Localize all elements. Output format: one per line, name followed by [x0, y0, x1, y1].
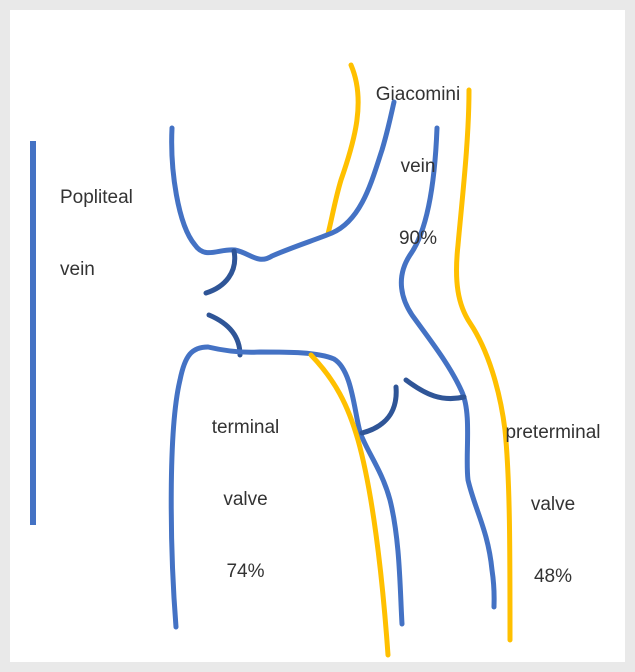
- giacomini-label-line1: Giacomini: [368, 83, 468, 107]
- terminal-label-line3: 74%: [193, 560, 298, 584]
- giacomini-yellow-line: [328, 65, 358, 234]
- terminal-valve-label: terminal valve 74%: [193, 368, 298, 632]
- preterminal-valve-leaflet-b: [362, 387, 396, 433]
- vein-upper-left: [172, 102, 394, 259]
- terminal-label-line2: valve: [193, 488, 298, 512]
- upper-valve-leaflet: [206, 251, 235, 293]
- giacomini-label-line2: vein: [368, 155, 468, 179]
- preterminal-valve-label: preterminal valve 48%: [493, 373, 613, 637]
- preterminal-label-line2: valve: [493, 493, 613, 517]
- preterminal-label-line1: preterminal: [493, 421, 613, 445]
- popliteal-label-line2: vein: [60, 258, 133, 282]
- diagram-frame: Popliteal vein Giacomini vein 90% termin…: [10, 10, 625, 662]
- terminal-label-line1: terminal: [193, 416, 298, 440]
- popliteal-label-line1: Popliteal: [60, 186, 133, 210]
- yellow-lower-left: [311, 355, 388, 655]
- preterminal-label-line3: 48%: [493, 565, 613, 589]
- giacomini-label-line3: 90%: [368, 227, 468, 251]
- giacomini-vein-label: Giacomini vein 90%: [368, 35, 468, 299]
- popliteal-vein-label: Popliteal vein: [60, 138, 133, 330]
